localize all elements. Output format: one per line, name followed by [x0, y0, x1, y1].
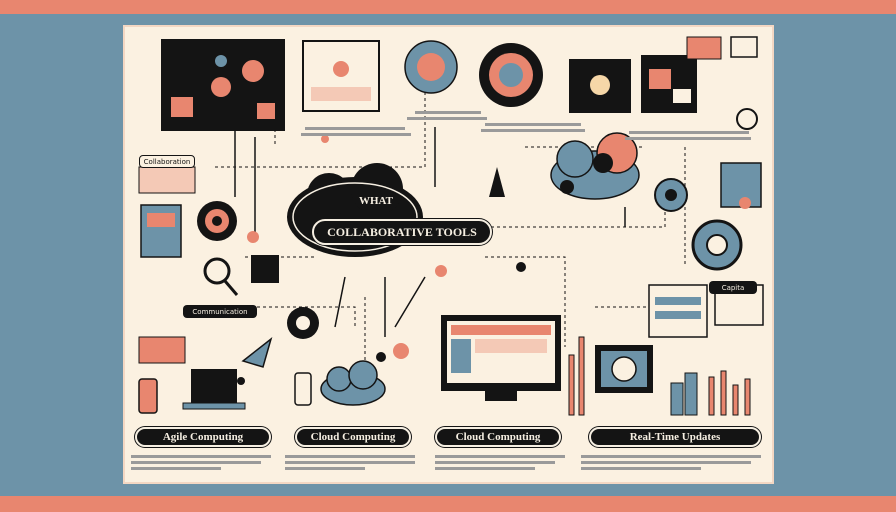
top-band — [0, 0, 896, 14]
gear-icon — [197, 201, 237, 241]
title-line-2: COLLABORATIVE TOOLS — [312, 219, 492, 245]
phone-icon — [138, 378, 158, 414]
gear-icon — [654, 178, 743, 271]
footer-pill-agile-computing: Agile Computing — [135, 427, 271, 447]
footer-pill-real-time-updates: Real-Time Updates — [589, 427, 761, 447]
tablet-panel — [140, 204, 182, 258]
decor-dots — [237, 262, 526, 385]
ring-gear-icon — [479, 43, 543, 107]
poster-artwork — [131, 36, 764, 470]
bottom-band — [0, 496, 896, 512]
caption-lines — [131, 111, 761, 470]
document-icon — [251, 255, 279, 283]
tag-collaboration: Collaboration — [139, 155, 195, 168]
rocket-icon — [241, 336, 273, 368]
info-card — [138, 166, 196, 194]
title-line-1: WHAT — [358, 195, 394, 207]
magnifier-icon — [203, 257, 239, 296]
pencil-icon — [568, 336, 751, 416]
info-card — [138, 336, 186, 364]
mail-panel — [641, 36, 758, 130]
monitor-icon — [441, 315, 561, 401]
team-panel — [161, 39, 285, 131]
meeting-panel — [302, 40, 380, 112]
laptop-icon — [182, 369, 246, 410]
chat-bubble-icon — [404, 40, 458, 94]
cloud-gears-icon — [550, 132, 640, 200]
phone-icon — [294, 372, 312, 406]
footer-pill-cloud-computing-2: Cloud Computing — [435, 427, 561, 447]
decor-dots — [247, 135, 751, 359]
lightbulb-panel — [569, 59, 631, 113]
footer-pill-cloud-computing: Cloud Computing — [295, 427, 411, 447]
infographic-poster: WHAT COLLABORATIVE TOOLS Collaboration C… — [123, 25, 774, 484]
tag-communication: Communication — [183, 305, 257, 318]
tag-capita: Capita — [709, 281, 757, 294]
bar-blocks — [670, 372, 698, 416]
rocket-icon — [489, 167, 505, 197]
cloud-icon — [320, 360, 386, 406]
dashboard-panel — [595, 345, 653, 393]
